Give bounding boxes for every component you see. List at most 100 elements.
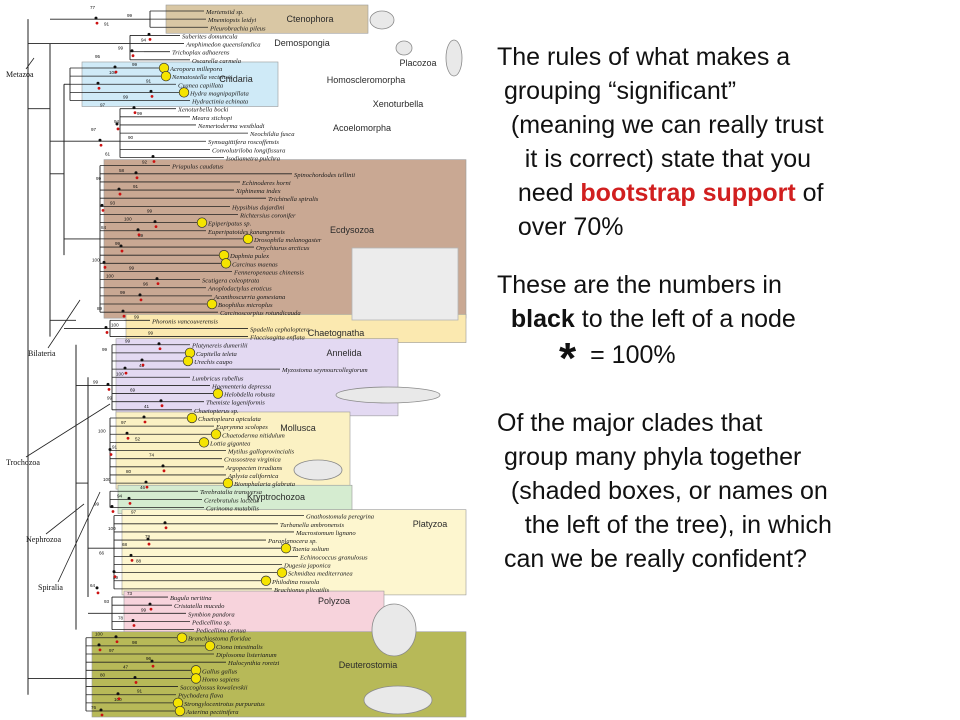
support-value: 99 (123, 95, 129, 100)
species-label: Capitella teleta (196, 351, 238, 358)
node-dot-red (96, 591, 100, 595)
genome-marker (196, 217, 208, 228)
node-dot-red (97, 86, 101, 90)
clade-label: Cnidaria (219, 74, 253, 84)
clade-label: Platyzoa (413, 519, 448, 529)
species-label: Lumbricus rubellus (191, 375, 244, 382)
node-dot-red (105, 331, 109, 334)
species-label: Cristatella mucedo (174, 603, 225, 610)
support-value: 97 (121, 420, 127, 425)
node-dot-black (159, 399, 163, 403)
node-dot-red (164, 526, 168, 530)
node-dot-black (142, 415, 146, 419)
species-label: Phoronis vancouverensis (151, 318, 218, 325)
node-dot-red (148, 38, 152, 41)
node-dot-red (116, 127, 120, 131)
node-dot-black (115, 122, 119, 126)
support-value: 99 (147, 208, 153, 213)
support-value: 97 (109, 648, 115, 653)
node-dot-red (111, 510, 115, 513)
species-label: Asterina pectinifera (185, 709, 239, 716)
paragraph-bootstrap-rule: The rules of what makes a grouping “sign… (497, 40, 937, 244)
text-line-with-bold: black to the left of a node (497, 302, 937, 336)
node-dot-black (123, 366, 127, 370)
clade-label: Ctenophora (286, 14, 333, 24)
support-value: 96 (143, 282, 149, 287)
node-dot-red (141, 363, 145, 367)
species-label: Xiphinema index (235, 188, 281, 195)
species-label: Suberites domuncula (182, 33, 238, 40)
node-dot-black (119, 244, 123, 248)
black-bold-word: black (510, 305, 575, 333)
species-label: Cyanea capillata (178, 82, 224, 89)
node-dot-red (143, 420, 147, 424)
star-value: = 100% (590, 341, 676, 369)
support-value: 58 (119, 168, 125, 173)
support-value: 94 (141, 38, 147, 43)
node-dot-red (154, 225, 158, 229)
support-value: 100 (95, 632, 103, 637)
support-value: 100 (103, 477, 111, 482)
pointer-line (25, 403, 111, 458)
species-label: Themiste lageniformis (206, 400, 265, 407)
node-dot-black (155, 277, 159, 281)
species-label: Amphimedon queenslandica (185, 42, 261, 49)
clade-label: Homoscleromorpha (327, 75, 406, 85)
species-label: Mytilus galloprovincialis (227, 449, 295, 456)
species-label: Mertensiid sp. (205, 9, 244, 16)
node-dot-red (103, 265, 107, 269)
support-value: 73 (127, 591, 133, 596)
node-dot-red (134, 681, 138, 684)
support-value: 99 (141, 607, 147, 612)
support-value: 100 (116, 371, 124, 376)
support-value: 74 (149, 453, 155, 458)
support-value: 80 (126, 469, 132, 474)
species-label: Carinoma mutabilis (206, 506, 259, 513)
text-line: over 70% (497, 213, 624, 241)
clade-label: Chaetognatha (308, 328, 365, 338)
support-value: 97 (131, 510, 137, 515)
text-line: (meaning we can really trust (497, 111, 824, 139)
species-label: Chaetoderma nitidulum (222, 432, 285, 439)
genome-marker (198, 437, 210, 448)
species-label: Euperipatoides kanangrensis (207, 229, 285, 236)
organism-illustration (395, 40, 413, 56)
node-dot-black (114, 635, 118, 639)
group-label: Trochozoa (6, 458, 40, 467)
species-label: Chaetopleura apiculata (198, 416, 262, 423)
node-dot-black (97, 643, 101, 647)
node-dot-red (107, 388, 111, 391)
support-value: 99 (96, 176, 102, 181)
support-value: 66 (99, 550, 105, 555)
pointer-line (57, 491, 101, 583)
support-value: 99 (94, 502, 100, 507)
text-line: (shaded boxes, or names on (497, 477, 828, 505)
node-dot-red (162, 469, 166, 473)
species-label: Macrostomum lignano (295, 530, 356, 537)
node-dot-black (150, 659, 154, 663)
species-label: Dugesia japonica (283, 562, 331, 569)
species-label: Trichinella spiralis (268, 196, 319, 203)
genome-marker (260, 575, 272, 586)
node-dot-red (118, 192, 122, 196)
node-dot-red (147, 542, 151, 546)
support-value: 93 (104, 599, 110, 604)
species-label: Ciona intestinalis (216, 644, 263, 651)
node-dot-red (109, 453, 113, 456)
node-dot-black (127, 496, 131, 500)
node-dot-red (156, 282, 160, 286)
clade-label: Mollusca (280, 423, 316, 433)
node-dot-black (95, 586, 99, 590)
support-value: 100 (106, 274, 114, 279)
organism-illustration (351, 247, 459, 321)
species-label: Terebratalia transversa (200, 489, 263, 496)
species-label: Strongylocentrotus purpuratus (184, 701, 265, 708)
support-value: 99 (125, 339, 131, 344)
node-dot-red (158, 347, 162, 351)
clade-label: Xenoturbella (373, 99, 424, 109)
support-value: 52 (135, 436, 141, 441)
support-value: 99 (120, 290, 126, 295)
clade-label: Deuterostomia (339, 660, 398, 670)
node-dot-black (104, 325, 108, 329)
support-value: 99 (137, 111, 143, 116)
